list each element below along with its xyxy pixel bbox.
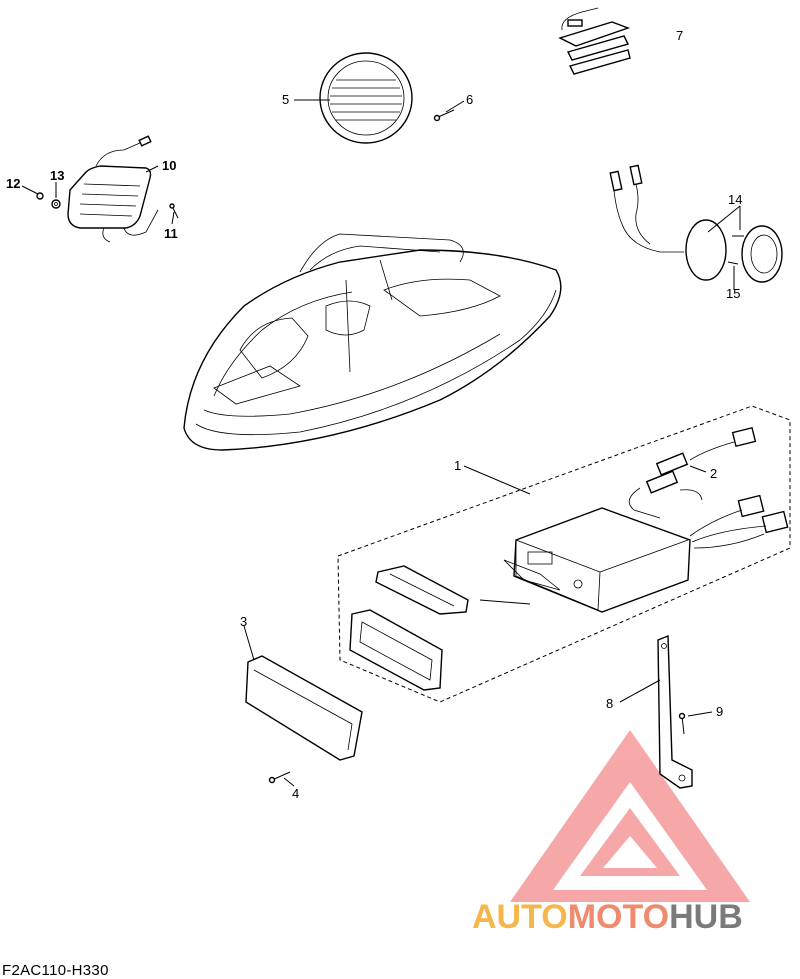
- screw-11-part[interactable]: [169, 203, 179, 219]
- side-speaker-part[interactable]: [67, 135, 159, 243]
- callout-10: 10: [162, 158, 176, 173]
- wiring-harness-part[interactable]: [628, 426, 789, 549]
- assembly-boundary: [337, 405, 791, 703]
- callout-12: 12: [6, 176, 20, 191]
- callout-11: 11: [164, 226, 178, 241]
- callout-6: 6: [466, 92, 473, 107]
- callout-8: 8: [606, 696, 613, 711]
- screw-6-part[interactable]: [433, 109, 455, 122]
- watermark-auto: AUTO: [472, 898, 568, 936]
- wire-lead-part[interactable]: [558, 7, 631, 75]
- callout-14: 14: [728, 192, 742, 207]
- face-plate-part[interactable]: [375, 565, 469, 615]
- callout-7: 7: [676, 28, 683, 43]
- callout-5: 5: [282, 92, 289, 107]
- callout-2: 2: [710, 466, 717, 481]
- watermark-logo: [510, 730, 750, 902]
- boat-hull: [183, 233, 562, 451]
- stereo-unit-part[interactable]: [503, 507, 691, 613]
- washer-13-part[interactable]: [51, 199, 61, 209]
- cover-lid-part[interactable]: [245, 655, 363, 761]
- callout-13: 13: [50, 168, 64, 183]
- leader-lines: [21, 99, 741, 787]
- diagram-code-label: F2AC110-H330: [2, 962, 109, 979]
- callout-4: 4: [292, 786, 299, 801]
- callout-3: 3: [240, 614, 247, 629]
- callout-15: 15: [726, 286, 740, 301]
- watermark-moto: MOTO: [568, 898, 669, 936]
- screw-9-part[interactable]: [678, 712, 686, 735]
- watermark-text: AUTOMOTOHUB: [472, 898, 743, 936]
- callout-9: 9: [716, 704, 723, 719]
- watermark-hub: HUB: [669, 898, 743, 936]
- nut-12-part[interactable]: [36, 192, 44, 200]
- speaker-grille-part[interactable]: [319, 52, 413, 144]
- bracket-part[interactable]: [657, 634, 693, 789]
- trim-frame-part[interactable]: [349, 609, 443, 691]
- callout-1: 1: [454, 458, 461, 473]
- meter-assembly-part[interactable]: [609, 164, 783, 283]
- screw-4-part[interactable]: [268, 771, 291, 784]
